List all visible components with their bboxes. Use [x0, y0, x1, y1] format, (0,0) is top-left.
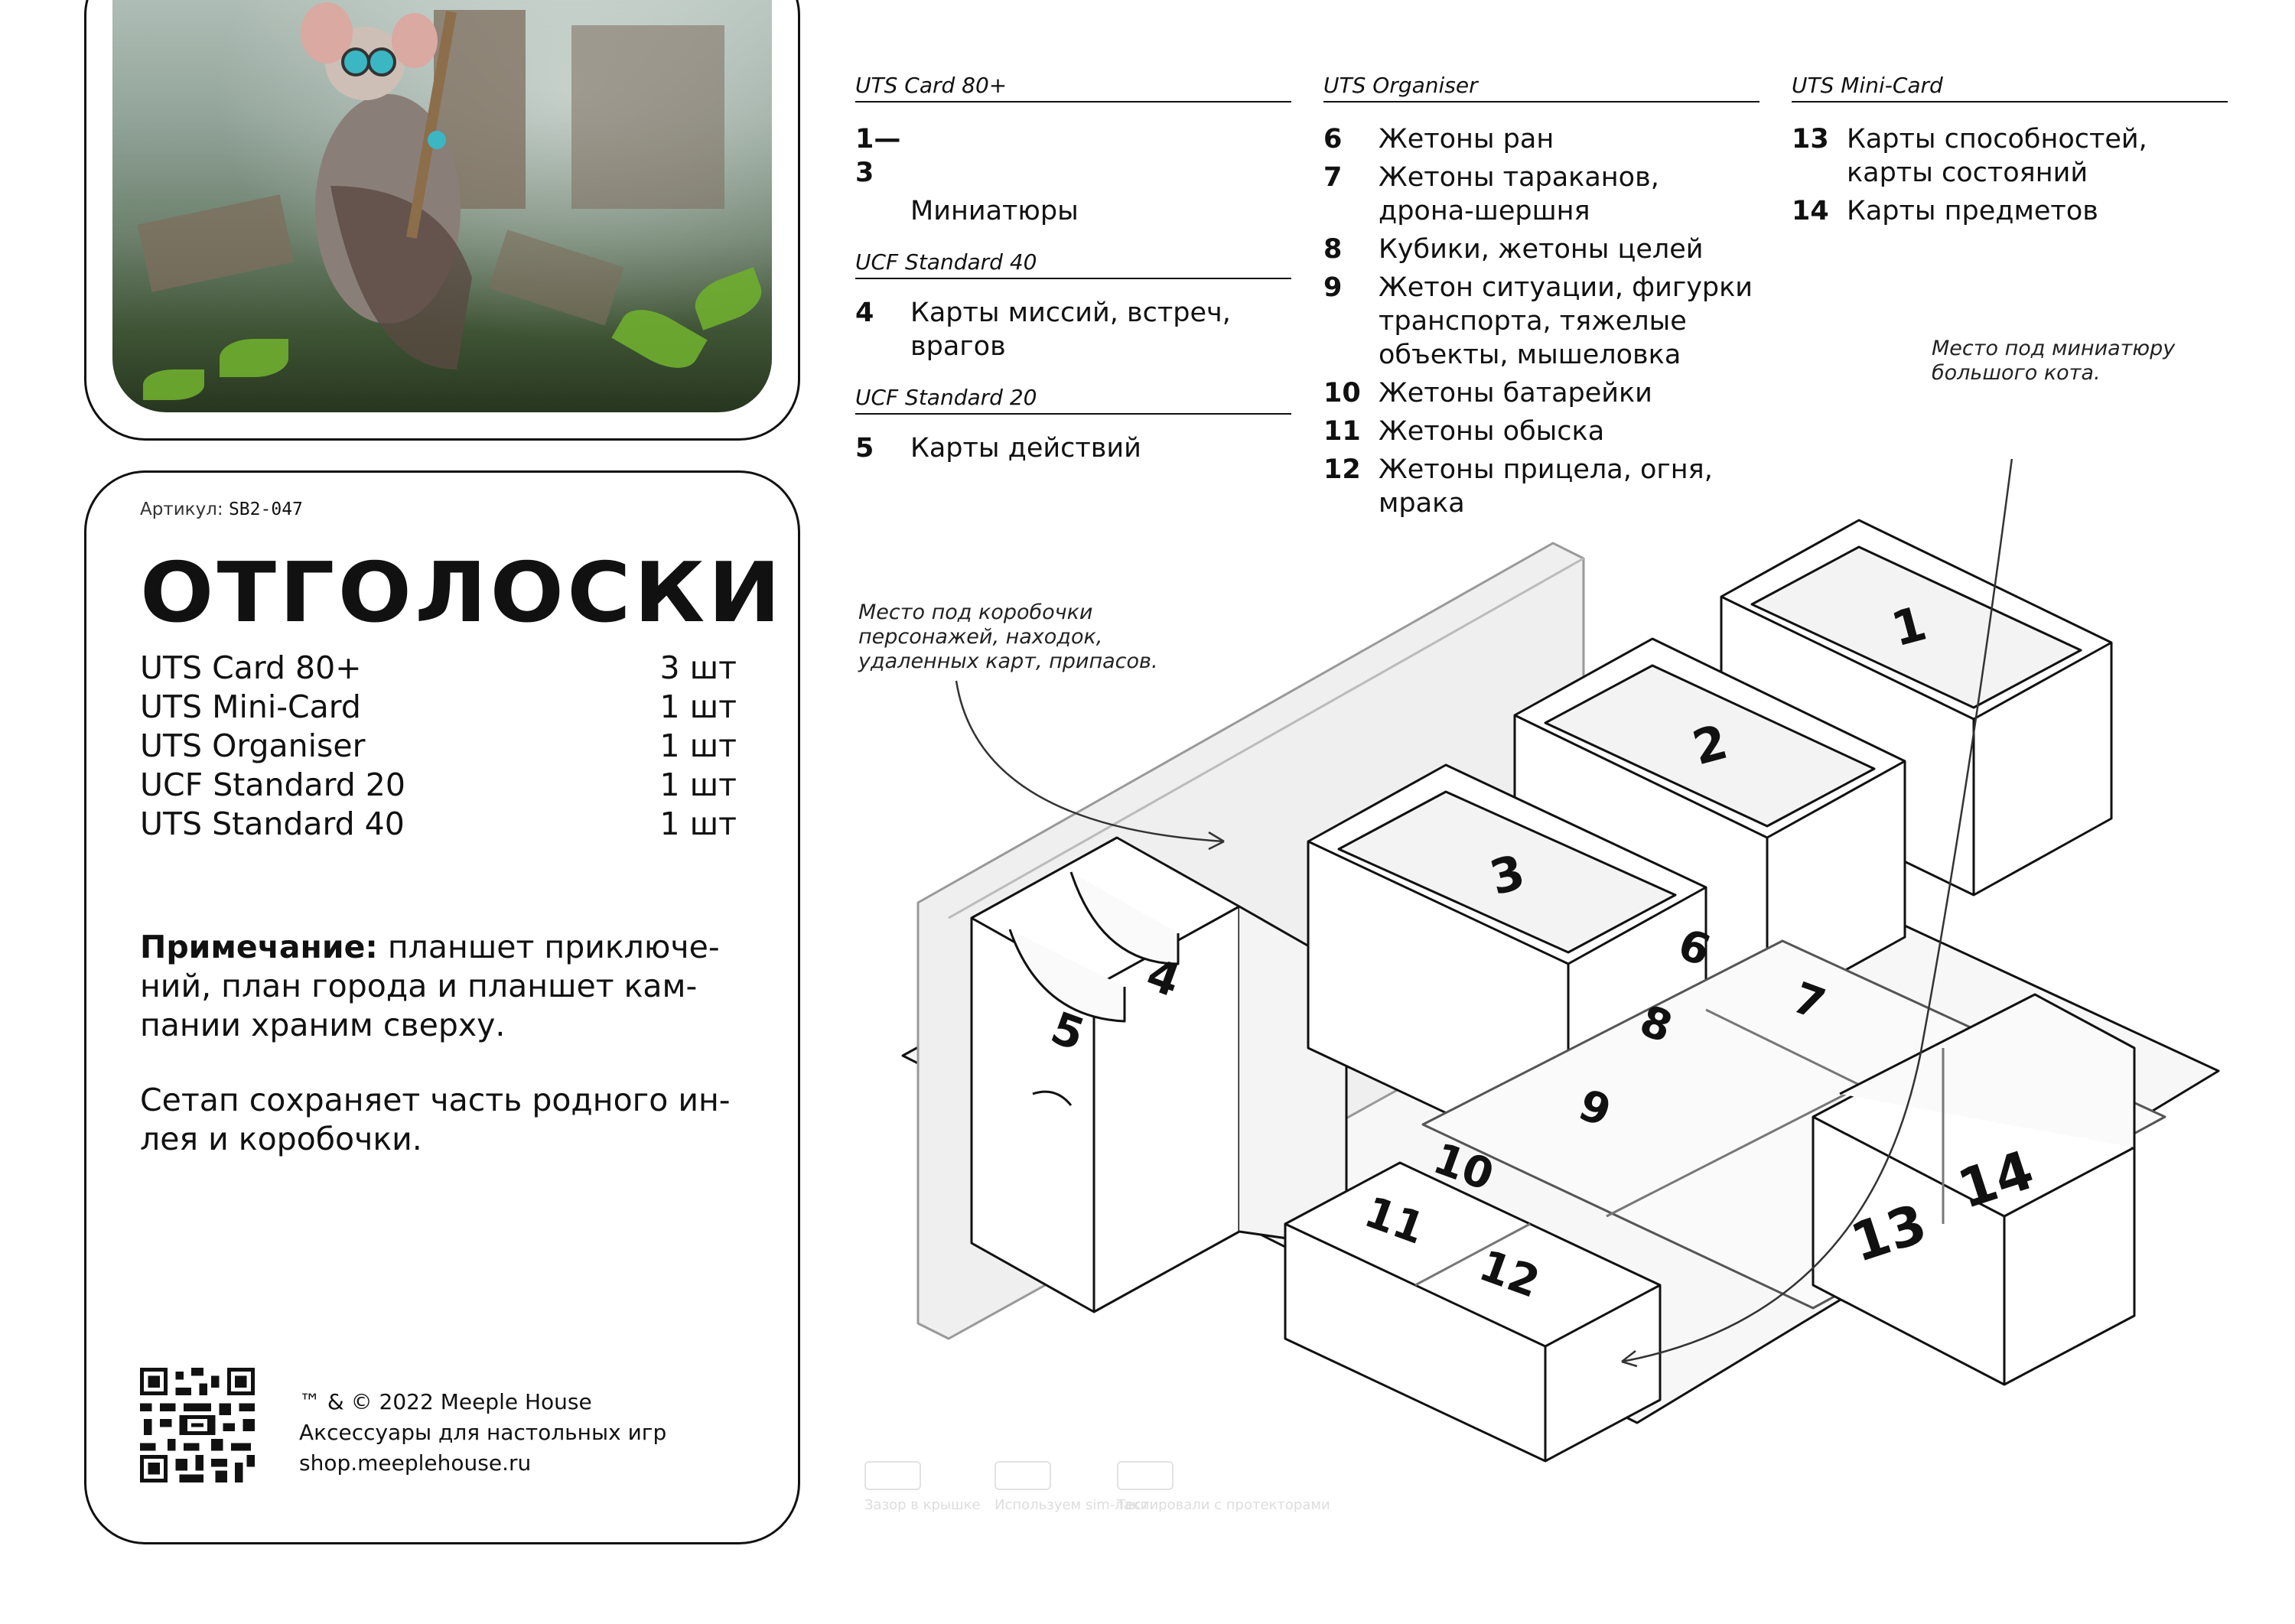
- legend-item: 10 Жетоны батарейки: [1323, 376, 1760, 410]
- legend-number: 11: [1323, 416, 1361, 447]
- legend-text: Миниатюры: [910, 196, 1079, 226]
- legend-text: Жетоны ран: [1379, 124, 1554, 155]
- note-text: планшет приключе-ний, план города и план…: [140, 929, 720, 1043]
- legend-text: Жетон ситуации, фигурки транспорта, тяже…: [1379, 272, 1753, 370]
- legend-text: Карты предметов: [1847, 196, 2098, 226]
- storage-diagram: 5 4 1 2 3: [872, 397, 2272, 1545]
- legend-item: 11 Жетоны обыска: [1323, 415, 1760, 448]
- publisher-footer: ™ & © 2022 Meeple House Аксессуары для н…: [299, 1387, 666, 1479]
- component-name: UTS Standard 40: [140, 805, 405, 842]
- legend-subheader: UCF Standard 40: [855, 249, 1291, 279]
- box-13-14: 13 14: [1812, 993, 2136, 1386]
- legend-text: [910, 122, 1291, 190]
- tagline-line: Аксессуары для настольных игр: [299, 1420, 667, 1445]
- article-code: SB2-047: [228, 500, 303, 519]
- legend-text: Кубики, жетоны целей: [1379, 234, 1704, 265]
- shop-link[interactable]: shop.meeplehouse.ru: [299, 1450, 532, 1476]
- legend-item: 6 Жетоны ран: [1323, 122, 1760, 156]
- qr-code-icon: [140, 1368, 255, 1482]
- legend-header: UTS Card 80+: [855, 73, 1291, 103]
- legend-number: 14: [1792, 196, 1829, 226]
- legend-item: 4 Карты миссий, встреч, врагов: [855, 296, 1291, 363]
- component-qty: 1 шт: [659, 688, 737, 725]
- product-title: ОТГОЛОСКИ: [140, 545, 784, 641]
- game-artwork: [112, 0, 772, 412]
- legend-header: UTS Mini-Card: [1792, 73, 2228, 103]
- component-name: UTS Organiser: [140, 727, 366, 764]
- legend-number: 8: [1323, 234, 1343, 265]
- legend-text: Жетоны прицела, огня, мрака: [1379, 454, 1713, 519]
- legend-number: 1—3: [855, 124, 901, 188]
- mouse-character-icon: [301, 2, 472, 369]
- component-row: UTS Card 80+ 3 шт: [140, 649, 737, 688]
- legend-item: 7 Жетоны тараканов, дрона-шершня: [1323, 161, 1760, 228]
- legend-item: 5 Карты действий: [855, 431, 1291, 465]
- annotation-cat-space: Место под миниатюру большого кота.: [1932, 337, 2176, 385]
- legend-column-card80: UTS Card 80+ 1—3 Миниатюры UCF Standard …: [855, 73, 1291, 470]
- storage-note: Примечание: планшет приключе-ний, план г…: [140, 928, 752, 1045]
- sleeve-icon: [1117, 1461, 1174, 1490]
- leader-line-boxes: [955, 680, 1225, 843]
- component-name: UCF Standard 20: [140, 766, 405, 803]
- component-name: UTS Card 80+: [140, 649, 362, 686]
- legend-text: Карты способностей, карты состояний: [1847, 124, 2147, 188]
- component-row: UTS Organiser 1 шт: [140, 727, 737, 766]
- setup-note: Сетап сохраняет часть родного ин-лея и к…: [140, 1082, 731, 1157]
- legend-number: 7: [1323, 162, 1343, 193]
- illustration-card: [84, 0, 800, 441]
- component-row: UTS Mini-Card 1 шт: [140, 688, 737, 727]
- legend-number: 10: [1323, 378, 1361, 408]
- legend-number: 13: [1792, 124, 1829, 155]
- feature-sleeves: Тестировали с протекторами: [1117, 1461, 1330, 1513]
- feature-label: Используем sim-лаки: [994, 1497, 1150, 1513]
- legend-subheader: UCF Standard 20: [855, 385, 1291, 415]
- component-row: UTS Standard 40 1 шт: [140, 805, 737, 844]
- legend-header: UTS Organiser: [1323, 73, 1760, 103]
- legend-text: Жетоны тараканов, дрона-шершня: [1379, 162, 1659, 226]
- component-qty: 1 шт: [659, 805, 737, 842]
- legend-item: 9 Жетон ситуации, фигурки транспорта, тяж…: [1323, 271, 1760, 372]
- legend-number: 12: [1323, 454, 1361, 485]
- legend-text: Карты миссий, встреч, врагов: [910, 298, 1231, 362]
- component-list: UTS Card 80+ 3 шт UTS Mini-Card 1 шт UTS O…: [140, 649, 737, 844]
- legend-number: 6: [1323, 124, 1343, 155]
- feature-lid-gap: Зазор в крышке: [864, 1461, 981, 1513]
- feature-label: Тестировали с протекторами: [1117, 1497, 1330, 1513]
- product-info-card: Артикул: SB2-047 ОТГОЛОСКИ UTS Card 80+ 3…: [84, 470, 800, 1544]
- component-name: UTS Mini-Card: [140, 688, 361, 725]
- feature-label: Зазор в крышке: [864, 1497, 981, 1513]
- component-row: UCF Standard 20 1 шт: [140, 766, 737, 805]
- legend-number: 9: [1323, 272, 1343, 303]
- legend-number: 4: [855, 298, 874, 328]
- copyright-line: ™ & © 2022 Meeple House: [299, 1389, 592, 1414]
- component-qty: 1 шт: [659, 766, 737, 803]
- component-qty: 1 шт: [659, 727, 737, 764]
- legend-item: 1—3: [855, 122, 1291, 190]
- card-icon: [994, 1461, 1051, 1490]
- leader-line-cat: [1621, 397, 2021, 1363]
- legend-text: Жетоны обыска: [1379, 416, 1605, 447]
- legend-text: Карты действий: [910, 433, 1141, 464]
- box-11-12: 11 12: [1284, 1161, 1662, 1463]
- note-label: Примечание:: [140, 929, 378, 965]
- legend-item: 14 Карты предметов: [1792, 194, 2228, 228]
- legend-item: 8 Кубики, жетоны целей: [1323, 233, 1760, 266]
- legend-text: Жетоны батарейки: [1379, 378, 1652, 408]
- article-label: Артикул:: [140, 500, 223, 519]
- article-number: Артикул: SB2-047: [140, 500, 303, 519]
- legend-number: 5: [855, 433, 874, 464]
- legend-column-organiser: UTS Organiser 6 Жетоны ран 7 Жетоны тарака…: [1323, 73, 1760, 525]
- legend-item: 12 Жетоны прицела, огня, мрака: [1323, 453, 1760, 520]
- legend-item: Миниатюры: [855, 194, 1291, 228]
- lid-icon: [864, 1461, 921, 1490]
- legend-item: 13 Карты способностей, карты состояний: [1792, 122, 2228, 190]
- feature-sim-lacquer: Используем sim-лаки: [994, 1461, 1149, 1513]
- component-qty: 3 шт: [659, 649, 737, 686]
- annotation-box-space: Место под коробочки персонажей, находок,…: [858, 600, 1158, 673]
- legend-column-minicard: UTS Mini-Card 13 Карты способностей, карт…: [1792, 73, 2228, 233]
